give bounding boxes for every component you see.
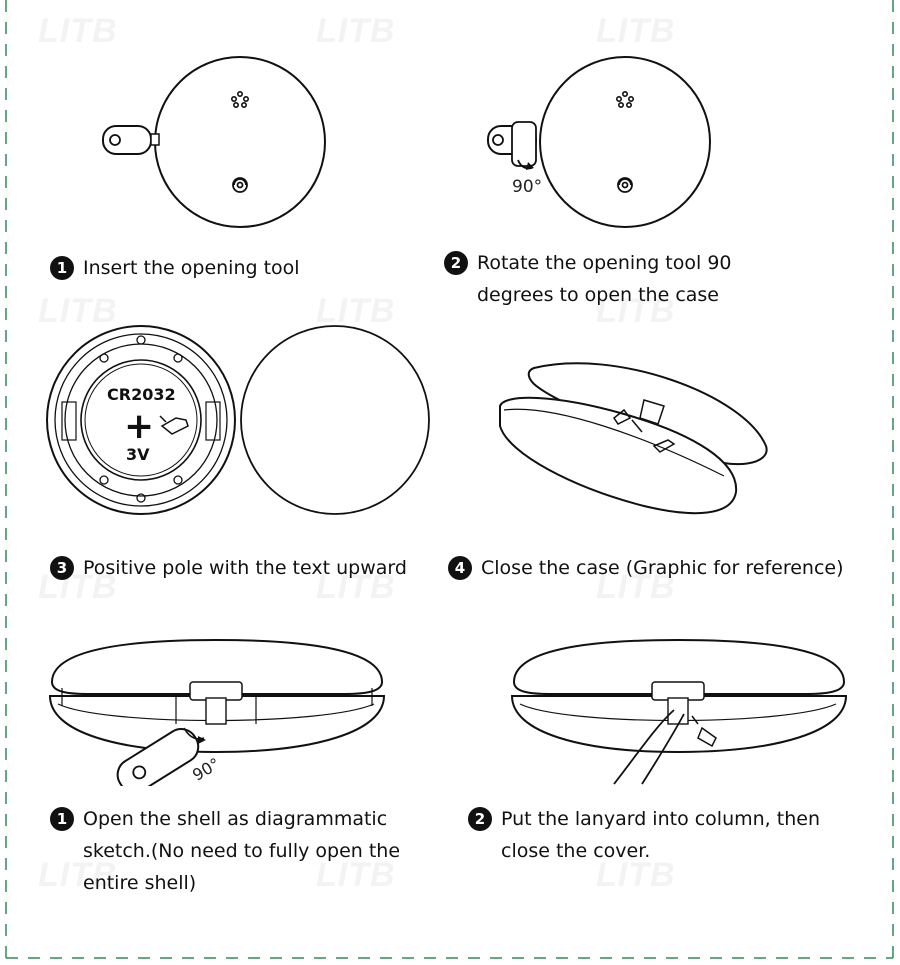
hand-pointer-icon <box>159 415 189 435</box>
step-caption: 1 Insert the opening tool <box>50 252 430 284</box>
rotation-label: 90° <box>512 177 542 197</box>
battery-model-label: CR2032 <box>107 385 176 404</box>
opening-tool <box>116 728 200 786</box>
step-text: Insert the opening tool <box>83 257 300 279</box>
watermark: LITB <box>316 856 396 894</box>
watermark: LITB <box>596 568 676 606</box>
step-caption: 4 Close the case (Graphic for reference) <box>448 552 878 584</box>
step-text: Positive pole with the text upward <box>83 557 407 579</box>
swirl-icon <box>232 177 248 193</box>
dots-icon <box>616 90 635 108</box>
hand-pointer-icon <box>612 408 676 453</box>
watermark: LITB <box>316 292 396 330</box>
dots-icon <box>231 90 250 108</box>
step-number: 1 <box>50 256 74 280</box>
step-caption: 3 Positive pole with the text upward <box>50 552 450 584</box>
watermark: LITB <box>596 12 676 50</box>
watermark: LITB <box>316 568 396 606</box>
figure-battery: CR2032 + 3V <box>46 325 430 515</box>
battery-lid <box>240 325 430 515</box>
figure-lanyard <box>510 638 848 785</box>
step-text: Close the case (Graphic for reference) <box>481 557 844 579</box>
step-text: Rotate the opening tool 90 degrees to op… <box>477 252 732 306</box>
step-number: 3 <box>50 556 74 580</box>
step-text: Open the shell as diagrammatic sketch.(N… <box>83 808 401 894</box>
watermark: LITB <box>316 12 396 50</box>
watermark: LITB <box>38 292 118 330</box>
figure-rotate-tool: 90° <box>487 56 711 228</box>
figure-close-case <box>499 362 768 515</box>
step-number: 4 <box>448 556 472 580</box>
step-caption: 2 Rotate the opening tool 90 degrees to … <box>444 247 864 311</box>
positive-sign: + <box>124 406 154 447</box>
figure-insert-tool <box>102 56 326 228</box>
swirl-icon <box>617 177 633 193</box>
watermark: LITB <box>38 12 118 50</box>
step-number: 2 <box>468 807 492 831</box>
watermark: LITB <box>596 292 676 330</box>
figure-open-shell: 90° <box>48 638 386 786</box>
step-caption: 1 Open the shell as diagrammatic sketch.… <box>50 803 450 899</box>
step-caption: 2 Put the lanyard into column, then clos… <box>468 803 878 867</box>
battery-voltage-label: 3V <box>126 445 150 464</box>
step-number: 2 <box>444 251 468 275</box>
step-text: Put the lanyard into column, then close … <box>501 808 820 862</box>
watermark: LITB <box>596 856 676 894</box>
watermark: LITB <box>38 856 118 894</box>
hand-pointer-icon <box>691 715 717 748</box>
step-number: 1 <box>50 807 74 831</box>
